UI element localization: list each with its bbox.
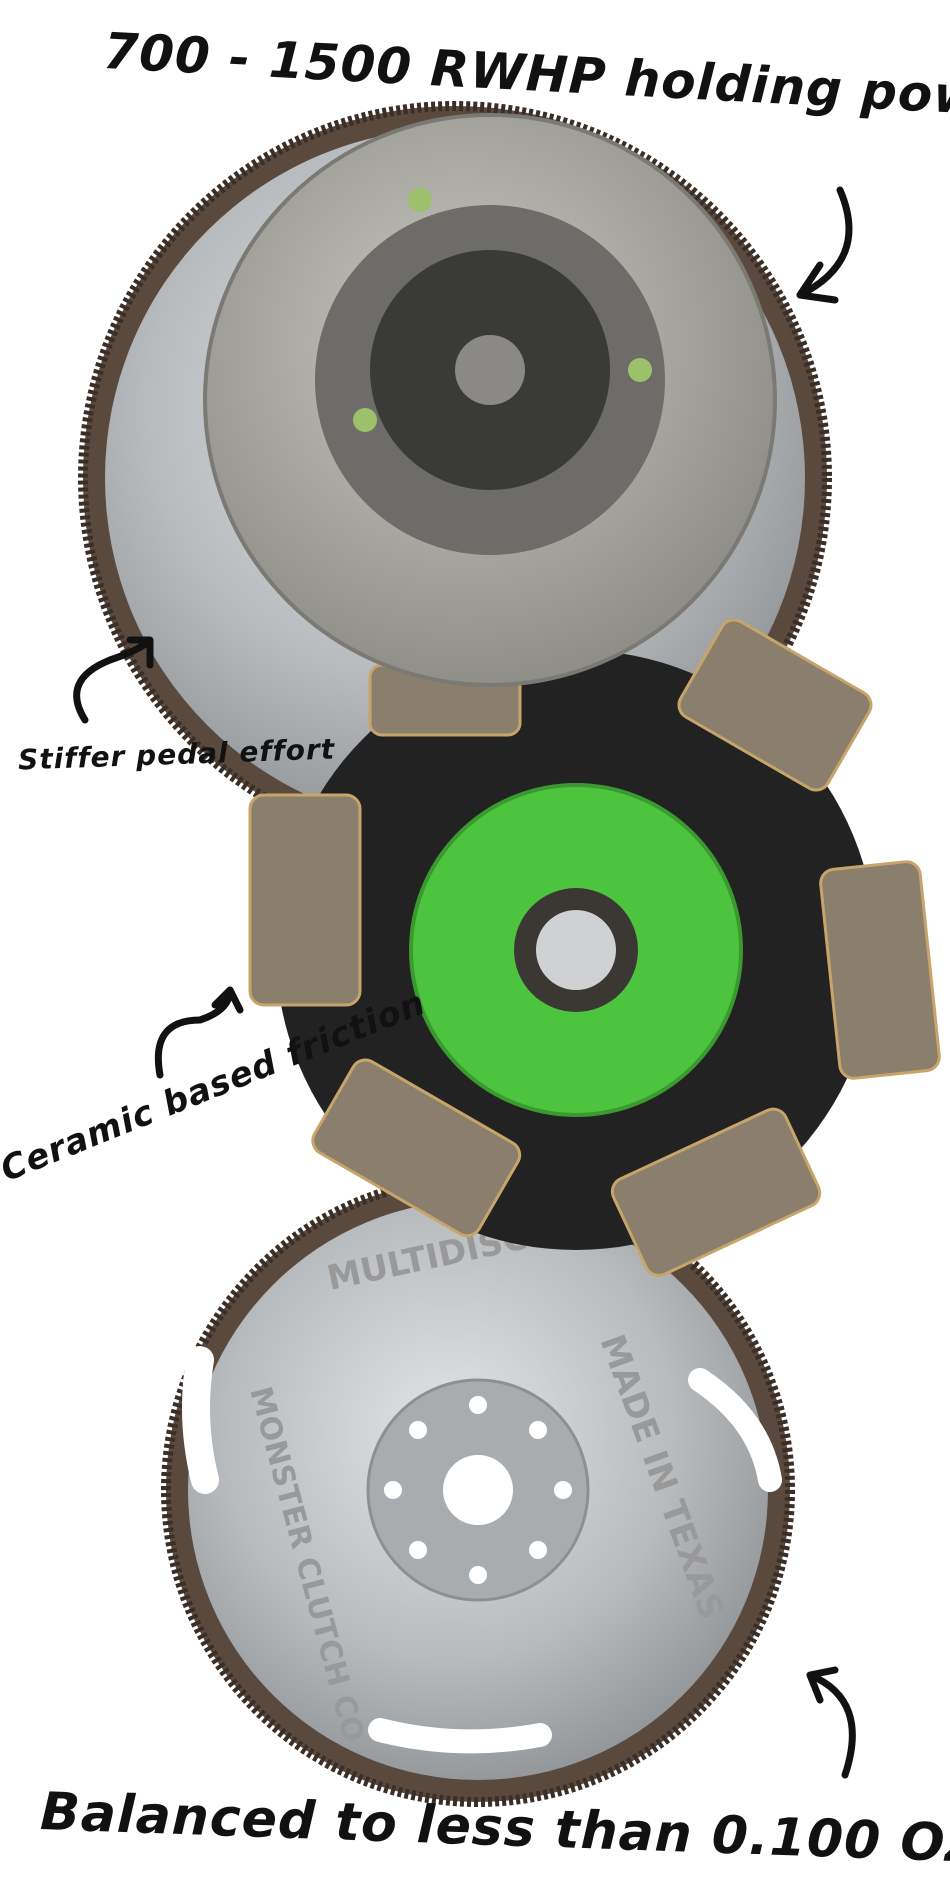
clutch-disc <box>248 618 941 1277</box>
arrow-icon <box>73 636 154 724</box>
pressure-plate <box>203 113 777 687</box>
friction-pad <box>248 793 362 1007</box>
friction-pad <box>819 860 941 1080</box>
friction-pad <box>610 1107 822 1277</box>
arrow-icon <box>806 1666 856 1779</box>
bottom-flywheel: MULTIDISC MADE IN TEXAS MONSTER CLUTCH C… <box>161 1173 795 1807</box>
friction-pad <box>677 618 873 792</box>
arrow-icon <box>154 986 244 1079</box>
arrow-icons <box>73 186 856 1779</box>
arrow-icon <box>796 186 853 304</box>
friction-pad <box>311 1058 522 1238</box>
